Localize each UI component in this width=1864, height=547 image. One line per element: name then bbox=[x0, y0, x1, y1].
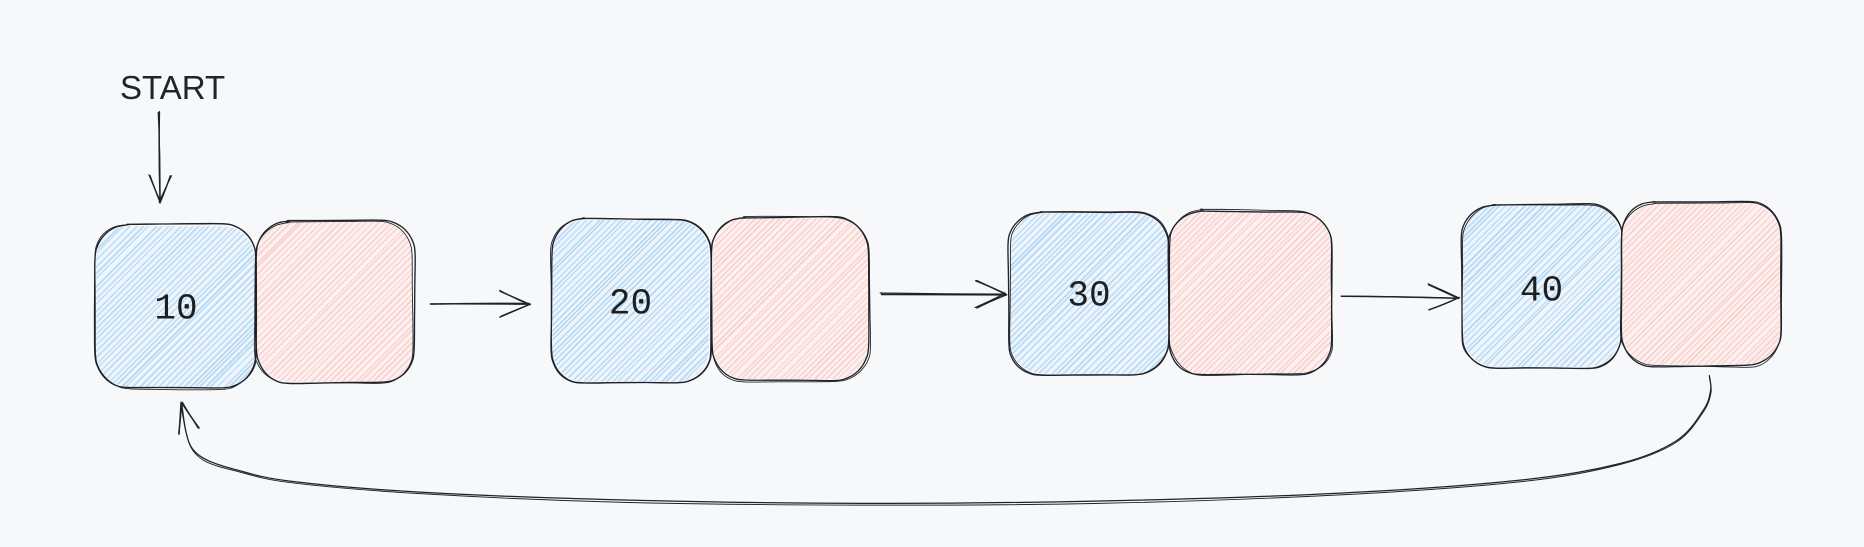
svg-text:START: START bbox=[120, 69, 225, 106]
svg-text:30: 30 bbox=[1067, 276, 1110, 317]
svg-text:10: 10 bbox=[154, 289, 197, 330]
svg-text:20: 20 bbox=[609, 283, 652, 324]
svg-text:40: 40 bbox=[1520, 270, 1563, 311]
